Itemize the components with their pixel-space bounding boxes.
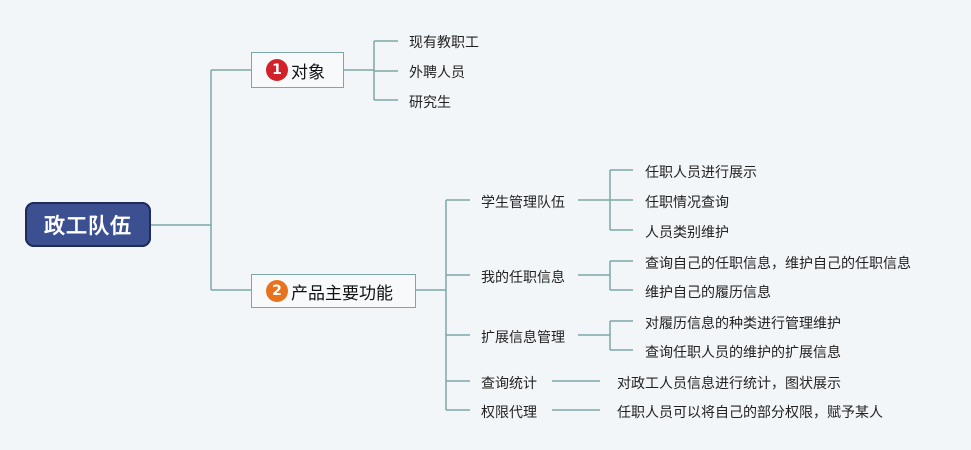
subtopic-node[interactable]: 权限代理 xyxy=(481,405,537,421)
priority-2-badge: 2 xyxy=(266,280,288,302)
leaf-node[interactable]: 外聘人员 xyxy=(409,65,465,81)
subtopic-node[interactable]: 扩展信息管理 xyxy=(481,330,565,346)
leaf-node[interactable]: 对政工人员信息进行统计，图状展示 xyxy=(617,376,841,392)
branch-node-functions[interactable]: 2 产品主要功能 xyxy=(251,274,416,308)
priority-1-badge: 1 xyxy=(266,59,288,81)
leaf-node[interactable]: 研究生 xyxy=(409,95,451,111)
leaf-node[interactable]: 查询任职人员的维护的扩展信息 xyxy=(645,345,841,361)
leaf-node[interactable]: 人员类别维护 xyxy=(645,225,729,241)
leaf-node[interactable]: 任职情况查询 xyxy=(645,195,729,211)
leaf-node[interactable]: 任职人员可以将自己的部分权限，赋予某人 xyxy=(617,405,883,421)
leaf-node[interactable]: 任职人员进行展示 xyxy=(645,165,757,181)
connector-root xyxy=(151,69,251,291)
root-label: 政工队伍 xyxy=(44,213,132,238)
subtopic-node[interactable]: 我的任职信息 xyxy=(481,270,565,286)
connector-group-3 xyxy=(578,320,633,351)
branch-label: 对象 xyxy=(291,62,325,83)
branch-label: 产品主要功能 xyxy=(291,283,393,304)
leaf-node[interactable]: 查询自己的任职信息，维护自己的任职信息 xyxy=(645,256,911,272)
connector-branch-1 xyxy=(344,40,398,101)
root-node[interactable]: 政工队伍 xyxy=(25,202,151,247)
subtopic-node[interactable]: 学生管理队伍 xyxy=(481,195,565,211)
branch-node-targets[interactable]: 1 对象 xyxy=(251,52,344,88)
subtopic-node[interactable]: 查询统计 xyxy=(481,376,537,392)
leaf-node[interactable]: 对履历信息的种类进行管理维护 xyxy=(645,316,841,332)
leaf-node[interactable]: 现有教职工 xyxy=(409,35,479,51)
connector-branch-2 xyxy=(416,199,470,411)
connector-group-2 xyxy=(578,260,633,291)
leaf-node[interactable]: 维护自己的履历信息 xyxy=(645,285,771,301)
connector-group-1 xyxy=(578,169,633,231)
